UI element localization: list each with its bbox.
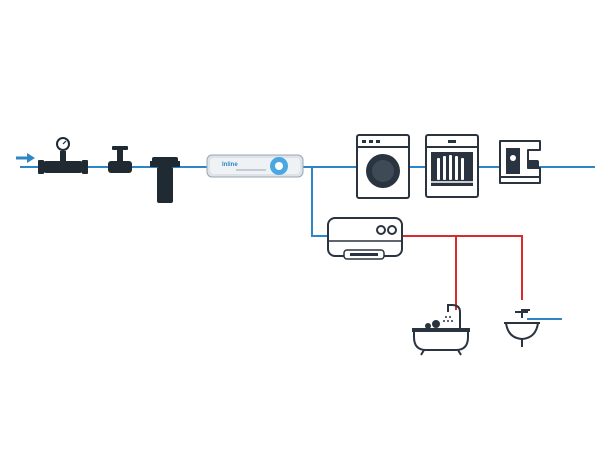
flow-arrow-icon xyxy=(16,153,35,163)
dishwasher-icon xyxy=(425,134,479,198)
water-conditioner-icon: Inline xyxy=(206,154,304,178)
shutoff-valve-icon xyxy=(108,146,132,173)
heater-feed-pipe xyxy=(311,167,328,237)
coffee-machine-icon xyxy=(499,140,541,184)
water-filter-icon xyxy=(150,157,180,203)
water-heater-icon xyxy=(327,217,403,260)
hot-water-pipe xyxy=(402,235,523,300)
water-meter-icon xyxy=(38,137,88,174)
conditioner-brand-label: Inline xyxy=(222,162,238,168)
sink-faucet-icon xyxy=(504,309,540,347)
washing-machine-icon xyxy=(356,134,410,199)
bathtub-shower-icon xyxy=(412,304,470,356)
